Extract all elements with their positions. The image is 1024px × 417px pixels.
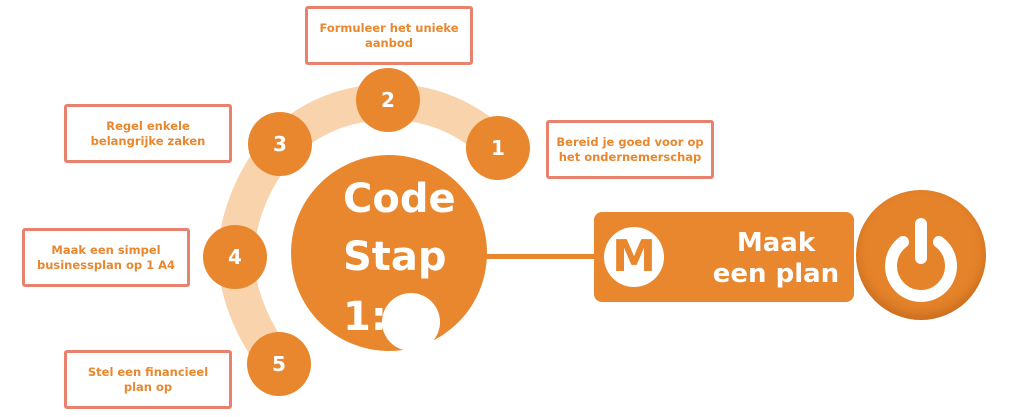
step-5-label-box: Stel een financieel plan op (64, 350, 232, 409)
step-2-label: Formuleer het unieke aanbod (319, 20, 459, 50)
plan-title-line-1: Maak (736, 228, 816, 258)
step-1-label-box: Bereid je goed voor op het ondernemersch… (546, 120, 714, 179)
power-icon (885, 218, 957, 302)
step-3-circle: 3 (248, 112, 312, 176)
step-4-number: 4 (228, 245, 242, 269)
hub-connector-line (485, 254, 597, 259)
plan-title-line-2: een plan (712, 259, 840, 289)
step-4-label-box: Maak een simpel businessplan op 1 A4 (22, 228, 190, 287)
step-2-label-box: Formuleer het unieke aanbod (305, 6, 473, 65)
power-button[interactable] (856, 190, 986, 320)
step-1-circle: 1 (466, 116, 530, 180)
m-badge: M (604, 227, 664, 287)
step-4-label: Maak een simpel businessplan op 1 A4 (36, 242, 176, 272)
hub-line-3: 1: (343, 294, 387, 340)
plan-title: Maak een plan (706, 228, 846, 290)
step-2-number: 2 (381, 88, 395, 112)
step-1-label: Bereid je goed voor op het ondernemersch… (556, 134, 704, 164)
hub-white-dot (382, 293, 440, 351)
step-3-label-box: Regel enkele belangrijke zaken (64, 104, 232, 163)
step-1-number: 1 (491, 136, 505, 160)
step-5-number: 5 (272, 352, 286, 376)
step-5-label: Stel een financieel plan op (87, 364, 209, 394)
m-badge-letter: M (612, 231, 656, 282)
step-2-circle: 2 (356, 68, 420, 132)
code-step-hub: Code Stap 1: (291, 155, 487, 351)
step-3-label: Regel enkele belangrijke zaken (90, 118, 206, 148)
step-5-circle: 5 (247, 332, 311, 396)
step-4-circle: 4 (203, 225, 267, 289)
step-3-number: 3 (273, 132, 287, 156)
hub-line-2: Stap (343, 234, 447, 280)
make-a-plan-card: M Maak een plan (594, 212, 854, 302)
hub-line-1: Code (343, 176, 456, 222)
